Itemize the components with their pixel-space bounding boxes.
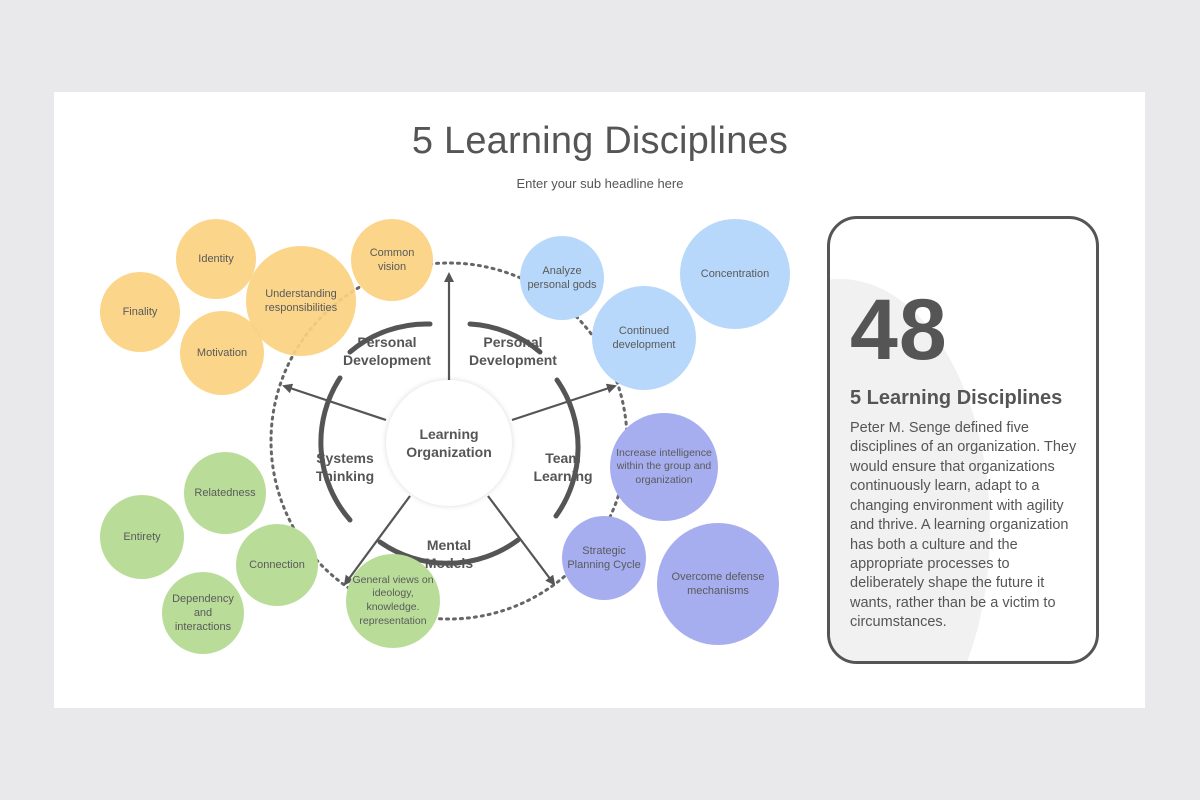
- arc-team: [553, 377, 581, 519]
- card-title: 5 Learning Disciplines: [850, 387, 1063, 409]
- bubble-identity: Identity: [176, 219, 256, 299]
- slide-title: 5 Learning Disciplines: [411, 120, 789, 162]
- bubble-connection: Connection: [236, 524, 318, 606]
- card-number: 48: [850, 282, 948, 378]
- bubble-strategic: Strategic Planning Cycle: [562, 516, 646, 600]
- bubble-relatedness: Relatedness: [184, 452, 266, 534]
- slide-subtitle: Enter your sub headline here: [516, 176, 684, 191]
- bubble-entirety: Entirety: [100, 495, 184, 579]
- arrow-left: [282, 383, 387, 422]
- arc-mental: [377, 537, 521, 566]
- bubble-concentration: Concentration: [680, 219, 790, 329]
- bubble-continued: Continued development: [592, 286, 696, 390]
- bubble-understanding: Understanding responsibilities: [246, 246, 356, 356]
- bubble-common-vision: Common vision: [351, 219, 433, 301]
- bubble-dependency: Dependency and interactions: [162, 572, 244, 654]
- arrow-right: [511, 383, 617, 422]
- info-card: 48 5 Learning Disciplines Peter M. Senge…: [827, 216, 1099, 664]
- arrow-down-left: [343, 495, 411, 586]
- card-body: Peter M. Senge defined five disciplines …: [850, 420, 1077, 631]
- bubble-general-views: General views on ideology, knowledge. re…: [346, 554, 440, 648]
- bubble-finality: Finality: [100, 272, 180, 352]
- bubble-analyze: Analyze personal gods: [520, 236, 604, 320]
- bubble-motivation: Motivation: [180, 311, 264, 395]
- arrow-down-right: [487, 495, 556, 586]
- arc-systems: [318, 375, 353, 523]
- arc-personal-left: [347, 321, 433, 355]
- bubble-overcome: Overcome defense mechanisms: [657, 523, 779, 645]
- bubble-increase: Increase intelligence within the group a…: [610, 413, 718, 521]
- arc-personal-right: [467, 321, 543, 355]
